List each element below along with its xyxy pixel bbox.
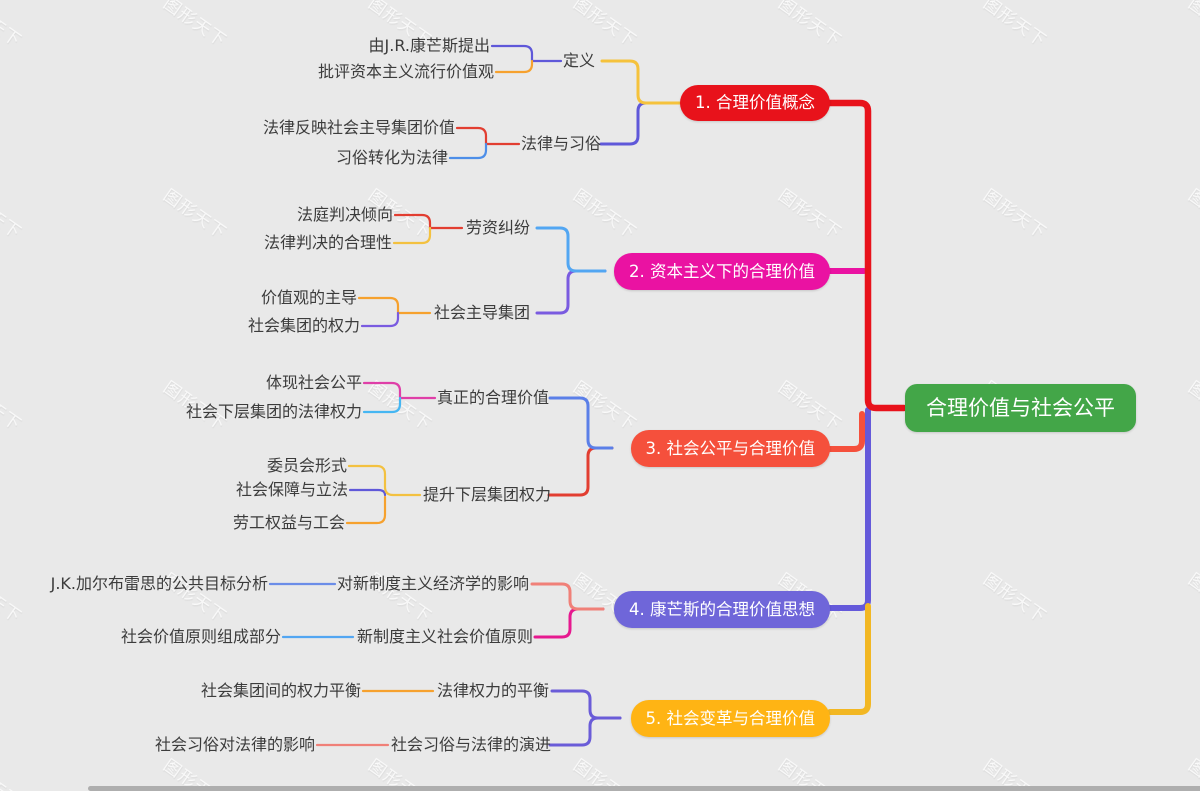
- branch-topic-2[interactable]: 2. 资本主义下的合理价值: [614, 253, 830, 290]
- leaf-power-balance-groups[interactable]: 社会集团间的权力平衡: [200, 681, 361, 701]
- leaf-custom-to-law[interactable]: 习俗转化为法律: [335, 148, 448, 168]
- subtopic-uplift-lower-group[interactable]: 提升下层集团权力: [423, 485, 552, 505]
- subtopic-legal-power-balance[interactable]: 法律权力的平衡: [437, 681, 550, 701]
- leaf-galbraith-analysis[interactable]: J.K.加尔布雷思的公共目标分析: [50, 574, 268, 594]
- connector-definition: [600, 59, 682, 105]
- leaf-committee-form[interactable]: 委员会形式: [266, 456, 347, 476]
- connector-labor-dispute: [535, 226, 607, 273]
- connector-true-reasonable-value: [548, 396, 614, 450]
- subtopic-dominant-group[interactable]: 社会主导集团: [434, 303, 531, 323]
- connector-legal-power-balance: [550, 689, 622, 720]
- connector-leaf-judgment-reason: [392, 226, 432, 245]
- connector-leaf-labor-union: [345, 495, 387, 525]
- root-topic[interactable]: 合理价值与社会公平: [905, 384, 1136, 432]
- connector-leaf-critique: [494, 59, 534, 74]
- leaf-custom-influence-law[interactable]: 社会习俗对法律的影响: [154, 735, 315, 755]
- subtopic-impact-new-institutional[interactable]: 对新制度主义经济学的影响: [337, 574, 530, 594]
- subtopic-law-and-custom[interactable]: 法律与习俗: [521, 134, 602, 154]
- subtopic-labor-dispute[interactable]: 劳资纠纷: [466, 218, 531, 238]
- leaf-law-reflects-values[interactable]: 法律反映社会主导集团价值: [262, 118, 455, 138]
- branch-topic-3[interactable]: 3. 社会公平与合理价值: [630, 430, 830, 467]
- subtopic-new-institutional-principle[interactable]: 新制度主义社会价值原则: [357, 627, 534, 647]
- connector-leaf-lower-legal-power: [362, 396, 402, 414]
- connector-custom-law-evolution: [548, 716, 622, 747]
- leaf-critique-capitalism[interactable]: 批评资本主义流行价值观: [317, 62, 494, 82]
- connector-leaf-commons: [490, 44, 563, 63]
- leaf-value-principle-parts[interactable]: 社会价值原则组成部分: [120, 627, 281, 647]
- connector-leaf-value-dominance: [357, 296, 432, 315]
- branch-topic-4[interactable]: 4. 康芒斯的合理价值思想: [614, 591, 830, 628]
- connector-impact-new-institutional: [530, 582, 605, 611]
- trunk-red-segment: [826, 99, 908, 412]
- leaf-social-security-legislation[interactable]: 社会保障与立法: [235, 480, 348, 500]
- connector-dominant-group: [535, 269, 607, 315]
- branch-topic-5[interactable]: 5. 社会变革与合理价值: [630, 700, 830, 737]
- connector-leaf-social-fairness: [362, 381, 437, 400]
- subtopic-definition[interactable]: 定义: [563, 51, 596, 71]
- leaf-value-dominance[interactable]: 价值观的主导: [260, 288, 357, 308]
- connector-leaf-committee-form: [347, 464, 422, 497]
- connector-new-institutional-principle: [533, 607, 605, 639]
- horizontal-scrollbar-thumb[interactable]: [88, 786, 1200, 791]
- leaf-commons-proposed[interactable]: 由J.R.康芒斯提出: [368, 36, 490, 56]
- subtopic-true-reasonable-value[interactable]: 真正的合理价值: [437, 388, 550, 408]
- connector-leaf-social-security: [348, 488, 387, 497]
- leaf-embody-fairness[interactable]: 体现社会公平: [265, 373, 362, 393]
- leaf-group-power[interactable]: 社会集团的权力: [247, 316, 360, 336]
- connector-law-custom: [599, 101, 682, 146]
- connector-leaf-group-power: [360, 311, 400, 328]
- trunk-yellow-segment: [827, 603, 871, 715]
- leaf-judgment-reasonableness[interactable]: 法律判决的合理性: [263, 233, 392, 253]
- branch-topic-1[interactable]: 1. 合理价值概念: [680, 85, 830, 121]
- subtopic-custom-law-evolution[interactable]: 社会习俗与法律的演进: [391, 735, 552, 755]
- connector-uplift-lower-group: [547, 446, 614, 497]
- connector-branch3-to-root: [827, 411, 865, 452]
- connector-leaf-law-reflect: [455, 126, 521, 146]
- connector-leaf-custom-to-law: [448, 142, 488, 160]
- connector-leaf-court-tendency: [393, 213, 464, 230]
- leaf-lower-group-legal-power[interactable]: 社会下层集团的法律权力: [185, 402, 362, 422]
- leaf-court-tendency[interactable]: 法庭判决倾向: [296, 205, 393, 225]
- leaf-labor-rights-union[interactable]: 劳工权益与工会: [232, 513, 345, 533]
